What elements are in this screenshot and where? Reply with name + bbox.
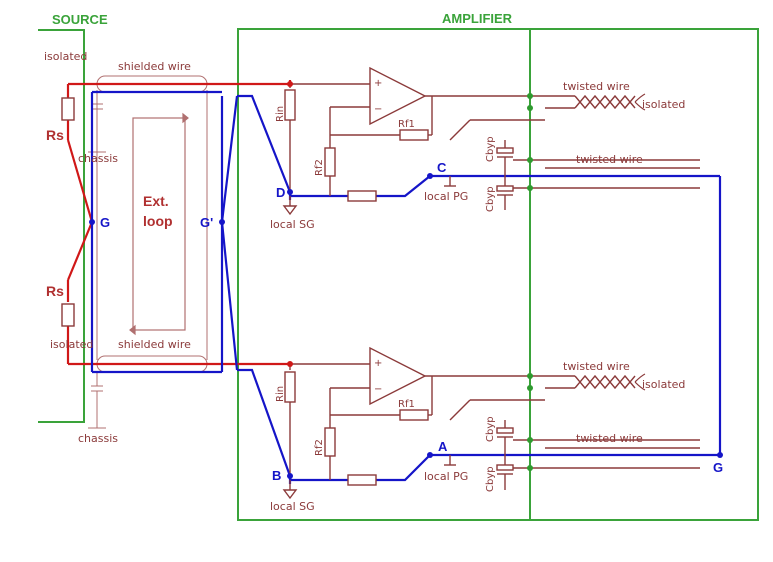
node-g-prime: G' <box>200 215 213 230</box>
opamp-top <box>369 66 427 126</box>
local-pg-label-bottom: local PG <box>424 470 468 483</box>
rf1-top-resistor <box>399 129 429 141</box>
rf2-bottom-resistor <box>324 427 336 457</box>
rf1-bottom-resistor <box>399 409 429 421</box>
node-b: B <box>272 468 281 483</box>
plus-sign-top: + <box>374 78 382 89</box>
source-title: SOURCE <box>52 12 108 27</box>
isolated-connectors <box>634 93 646 391</box>
rf1-label-top: Rf1 <box>398 119 415 130</box>
twisted-wire-label-1: twisted wire <box>563 80 630 93</box>
local-sg-label-bottom: local SG <box>270 500 315 513</box>
isolated-label-out-bottom: isolated <box>642 378 685 391</box>
node-a: A <box>438 439 448 454</box>
node-c: C <box>437 160 447 175</box>
twisted-wire-label-2: twisted wire <box>576 153 643 166</box>
rsg-bottom-resistor <box>347 474 377 486</box>
twisted-wire-label-4: twisted wire <box>576 432 643 445</box>
local-pg-label-top: local PG <box>424 190 468 203</box>
rs-label-top: Rs <box>46 127 64 143</box>
ext-loop-arrow <box>129 112 189 336</box>
minus-sign-top: − <box>374 104 382 115</box>
rs-top-resistor <box>61 97 75 121</box>
opamp-bottom <box>369 346 427 406</box>
rsg-top-resistor <box>347 190 377 202</box>
cbyp-label-bottom-1: Cbyp <box>485 416 496 442</box>
rf2-top-resistor <box>324 147 336 177</box>
ext-loop-label-1: Ext. <box>143 193 169 209</box>
isolated-label-out-top: isolated <box>642 98 685 111</box>
shielded-wire-label-bottom: shielded wire <box>118 338 191 351</box>
isolated-label-bottom: isolated <box>50 338 93 351</box>
minus-sign-bottom: − <box>374 384 382 395</box>
shielded-wire-label-top: shielded wire <box>118 60 191 73</box>
ext-loop-label-2: loop <box>143 213 173 229</box>
amplifier-title: AMPLIFIER <box>442 11 513 26</box>
output-outline <box>529 28 759 521</box>
rin-top-resistor <box>284 89 296 121</box>
rs-resistors <box>61 97 75 327</box>
node-g-left: G <box>100 215 110 230</box>
chassis-label-top: chassis <box>78 152 118 165</box>
ground-wires <box>90 90 722 484</box>
cbyp-label-top-1: Cbyp <box>485 136 496 162</box>
shielded-cables <box>88 75 208 429</box>
rs-bottom-resistor <box>61 303 75 327</box>
rin-label-top: Rin <box>275 106 286 122</box>
node-g-right: G <box>713 460 723 475</box>
rin-label-bottom: Rin <box>275 386 286 402</box>
source-outline <box>38 29 85 423</box>
section-outlines <box>38 28 759 521</box>
local-sg-label-top: local SG <box>270 218 315 231</box>
node-d: D <box>276 185 285 200</box>
chassis-label-bottom: chassis <box>78 432 118 445</box>
junction-dots <box>89 81 723 479</box>
isolated-label-top: isolated <box>44 50 87 63</box>
rin-bottom-resistor <box>284 371 296 403</box>
cbyp-label-top-2: Cbyp <box>485 186 496 212</box>
rf2-label-bottom: Rf2 <box>314 439 325 456</box>
rf2-label-top: Rf2 <box>314 159 325 176</box>
plus-sign-bottom: + <box>374 358 382 369</box>
rs-label-bottom: Rs <box>46 283 64 299</box>
rf1-label-bottom: Rf1 <box>398 399 415 410</box>
amplifier-top <box>282 66 700 216</box>
amplifier-bottom <box>282 346 700 500</box>
cbyp-label-bottom-2: Cbyp <box>485 466 496 492</box>
twisted-wire-label-3: twisted wire <box>563 360 630 373</box>
